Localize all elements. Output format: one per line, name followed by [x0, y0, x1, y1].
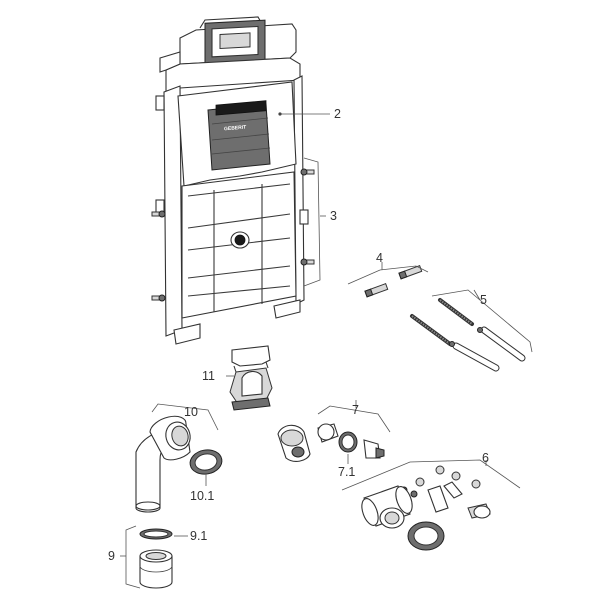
callout-6: 6: [482, 451, 489, 465]
threaded-rods: [410, 298, 526, 372]
callout-2: 2: [334, 107, 341, 121]
callout-7: 7: [352, 403, 359, 417]
brand-mark: GEBERIT: [224, 124, 246, 132]
callout-10: 10: [184, 405, 198, 419]
connector-set: [277, 423, 385, 462]
callout-9-1: 9.1: [190, 529, 207, 543]
callout-7-1: 7.1: [338, 465, 355, 479]
callout-11: 11: [202, 369, 215, 383]
pipe-seal-ring-small: [139, 528, 173, 540]
frame-screws: [151, 168, 315, 302]
bend-pipe: [135, 415, 191, 513]
anchor-bolts: [364, 265, 423, 298]
callout-4: 4: [376, 251, 383, 265]
installation-frame: GEBERIT: [155, 16, 309, 345]
callout-10-1: 10.1: [190, 489, 214, 503]
pipe-bracket: [229, 345, 273, 411]
callout-5: 5: [480, 293, 487, 307]
pipe-seal-ring: [189, 449, 223, 475]
accessory-set: [361, 465, 491, 551]
callout-3: 3: [330, 209, 337, 223]
pipe-stub: [139, 549, 173, 589]
callout-9: 9: [108, 549, 115, 563]
